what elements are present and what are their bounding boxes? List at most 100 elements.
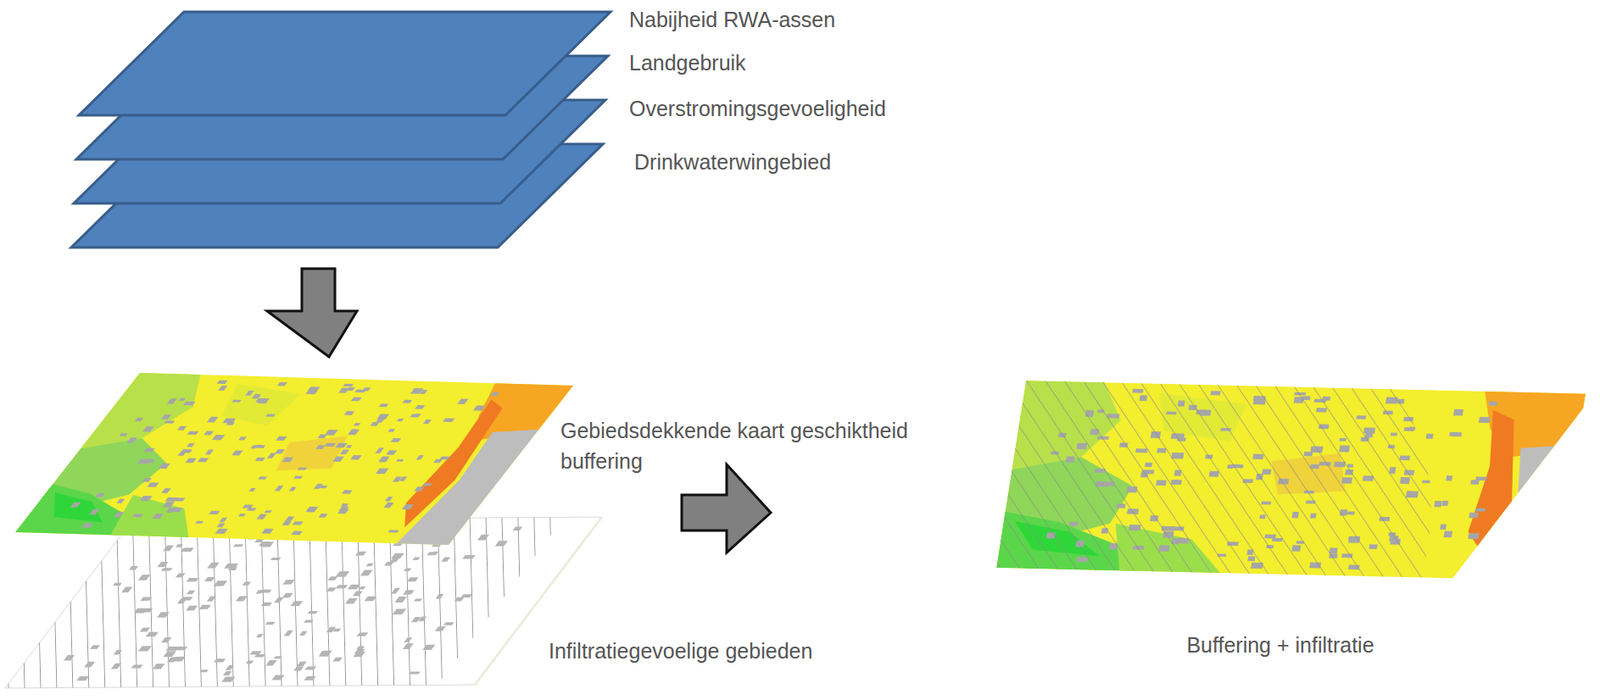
- building: [238, 436, 247, 441]
- building: [206, 563, 220, 569]
- building: [412, 557, 421, 561]
- building: [257, 476, 268, 480]
- building: [138, 574, 151, 581]
- building: [406, 577, 419, 582]
- building: [401, 504, 414, 510]
- building: [413, 413, 421, 418]
- combined-map: [996, 380, 1586, 581]
- building: [388, 529, 400, 533]
- building: [145, 632, 159, 638]
- building: [225, 665, 235, 671]
- building: [261, 529, 274, 535]
- building: [457, 398, 469, 405]
- building: [340, 503, 349, 508]
- building: [262, 590, 269, 593]
- building: [175, 544, 184, 548]
- building: [434, 626, 446, 632]
- building: [293, 667, 304, 672]
- building: [379, 457, 390, 463]
- map-ground: [996, 380, 1586, 581]
- building: [364, 596, 378, 603]
- building: [222, 418, 235, 424]
- building: [375, 468, 390, 474]
- building: [385, 450, 397, 455]
- building: [1439, 524, 1447, 530]
- building: [337, 508, 350, 514]
- building: [140, 596, 153, 601]
- building: [197, 457, 209, 463]
- building: [267, 453, 277, 459]
- building: [274, 485, 285, 491]
- building: [261, 541, 274, 547]
- building: [282, 593, 294, 599]
- building: [346, 387, 356, 391]
- building: [89, 645, 101, 650]
- building: [366, 563, 374, 567]
- building: [431, 551, 440, 556]
- building: [303, 676, 316, 681]
- building: [374, 447, 384, 454]
- building: [186, 578, 200, 582]
- building: [1442, 501, 1450, 507]
- map-ground: [15, 373, 574, 546]
- input-layers: [71, 11, 611, 248]
- building: [195, 521, 204, 525]
- building: [305, 507, 318, 513]
- building: [332, 456, 345, 463]
- data-layer-plate: [78, 11, 611, 116]
- building: [256, 445, 263, 448]
- building: [264, 510, 273, 513]
- building: [213, 580, 229, 587]
- building: [180, 547, 195, 552]
- building: [112, 583, 123, 586]
- building: [414, 405, 425, 410]
- building: [422, 645, 435, 651]
- building: [199, 605, 212, 610]
- building: [1449, 432, 1462, 437]
- building: [249, 651, 262, 655]
- map-zone: [206, 384, 308, 426]
- building: [422, 483, 433, 487]
- building: [246, 507, 257, 512]
- building: [1445, 475, 1453, 481]
- building: [238, 513, 246, 517]
- building: [175, 573, 186, 578]
- building: [332, 629, 341, 633]
- building: [217, 385, 228, 391]
- building: [265, 622, 276, 625]
- building: [403, 568, 412, 572]
- building: [248, 488, 256, 492]
- building: [352, 652, 366, 658]
- building: [332, 657, 343, 663]
- building: [369, 422, 380, 427]
- building: [144, 448, 156, 452]
- building: [395, 597, 407, 603]
- building: [1478, 417, 1490, 424]
- map-zone: [80, 373, 218, 452]
- building: [307, 611, 318, 614]
- building: [356, 646, 365, 651]
- layer-ground: [5, 517, 603, 689]
- building: [416, 455, 424, 461]
- building: [402, 590, 415, 596]
- building: [401, 400, 413, 404]
- building: [277, 382, 288, 387]
- building: [375, 418, 385, 423]
- building: [173, 497, 186, 502]
- building: [390, 557, 401, 564]
- building: [203, 430, 214, 435]
- building: [307, 386, 321, 391]
- building: [297, 467, 308, 470]
- building: [315, 445, 325, 450]
- building: [274, 449, 285, 454]
- building: [205, 449, 215, 455]
- building: [177, 598, 188, 604]
- building: [387, 429, 396, 433]
- building: [1488, 401, 1499, 407]
- building: [213, 658, 226, 663]
- building: [217, 523, 226, 528]
- building: [396, 418, 405, 422]
- building: [231, 451, 243, 457]
- building: [261, 602, 273, 607]
- building: [245, 660, 255, 664]
